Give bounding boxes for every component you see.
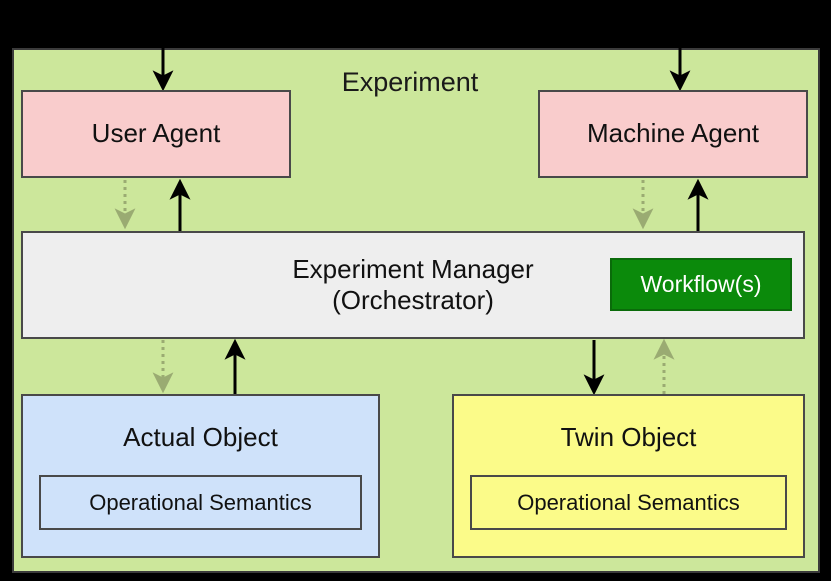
actual-object-operational-semantics-label: Operational Semantics [89, 489, 312, 515]
node-actual-object[interactable]: Actual Object Operational Semantics [21, 394, 380, 558]
twin-object-operational-semantics[interactable]: Operational Semantics [470, 475, 787, 530]
actual-object-operational-semantics[interactable]: Operational Semantics [39, 475, 362, 530]
node-twin-object[interactable]: Twin Object Operational Semantics [452, 394, 805, 558]
experiment-title: Experiment [341, 67, 479, 97]
node-machine-agent[interactable]: Machine Agent [538, 90, 808, 178]
twin-object-label: Twin Object [560, 422, 697, 452]
actual-object-label: Actual Object [123, 422, 278, 452]
twin-object-operational-semantics-label: Operational Semantics [517, 489, 740, 515]
workflows-label: Workflow(s) [640, 271, 762, 297]
node-workflows[interactable]: Workflow(s) [610, 258, 792, 311]
experiment-manager-label: Experiment Manager (Orchestrator) [292, 253, 534, 315]
machine-agent-label: Machine Agent [586, 118, 759, 149]
user-agent-label: User Agent [91, 118, 221, 149]
node-user-agent[interactable]: User Agent [21, 90, 291, 178]
node-experiment-manager[interactable]: Experiment Manager (Orchestrator) [21, 231, 805, 339]
